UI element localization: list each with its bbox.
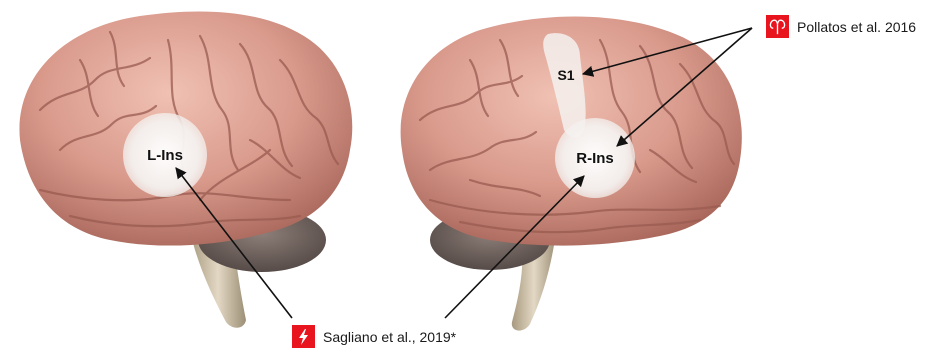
- sagliano-reference-text: Sagliano et al., 2019*: [323, 329, 456, 345]
- female-symbol-icon: [766, 15, 789, 38]
- right-insula-label: R-Ins: [576, 150, 614, 167]
- sagliano-reference: Sagliano et al., 2019*: [292, 325, 456, 348]
- right-brain: [401, 16, 742, 330]
- pollatos-reference-text: Pollatos et al. 2016: [797, 19, 916, 35]
- pollatos-reference: Pollatos et al. 2016: [766, 15, 916, 38]
- s1-label: S1: [557, 67, 574, 83]
- left-brain: [19, 11, 352, 327]
- lightning-bolt-icon: [292, 325, 315, 348]
- left-insula-label: L-Ins: [147, 147, 183, 164]
